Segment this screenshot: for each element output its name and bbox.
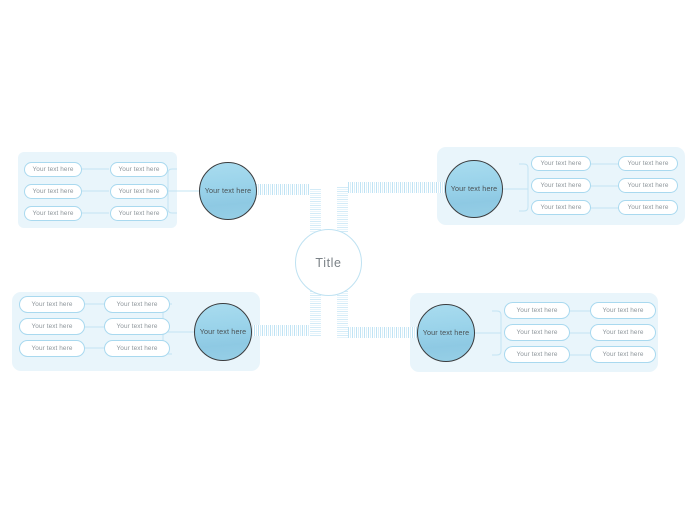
leaf-node[interactable]: Your text here xyxy=(504,346,570,363)
leaf-node[interactable]: Your text here xyxy=(19,318,85,335)
leaf-node[interactable]: Your text here xyxy=(24,184,82,199)
connector-band-vertical-lower-left xyxy=(310,291,321,336)
leaf-node[interactable]: Your text here xyxy=(531,200,591,215)
leaf-node[interactable]: Your text here xyxy=(24,162,82,177)
connector-band-center-to-top-left xyxy=(256,184,310,195)
leaf-label: Your text here xyxy=(602,329,644,336)
connector-band-center-to-bottom-right xyxy=(348,327,419,338)
leaf-node[interactable]: Your text here xyxy=(504,302,570,319)
leaf-node[interactable]: Your text here xyxy=(104,296,170,313)
connector-band-vertical-upper-right xyxy=(337,187,348,233)
leaf-label: Your text here xyxy=(540,182,582,189)
leaf-node[interactable]: Your text here xyxy=(531,156,591,171)
branch-label-top-right: Your text here xyxy=(450,184,498,194)
leaf-label: Your text here xyxy=(627,182,669,189)
leaf-node[interactable]: Your text here xyxy=(590,302,656,319)
leaf-node[interactable]: Your text here xyxy=(24,206,82,221)
leaf-node[interactable]: Your text here xyxy=(618,178,678,193)
leaf-label: Your text here xyxy=(31,323,73,330)
leaf-node[interactable]: Your text here xyxy=(19,296,85,313)
leaf-node[interactable]: Your text here xyxy=(590,346,656,363)
leaf-node[interactable]: Your text here xyxy=(618,156,678,171)
leaf-node[interactable]: Your text here xyxy=(531,178,591,193)
center-title-label: Title xyxy=(315,255,342,270)
connector-band-vertical-lower-right xyxy=(337,291,348,338)
branch-label-bottom-right: Your text here xyxy=(422,328,470,338)
leaf-node[interactable]: Your text here xyxy=(104,340,170,357)
leaf-label: Your text here xyxy=(602,351,644,358)
leaf-node[interactable]: Your text here xyxy=(618,200,678,215)
leaf-label: Your text here xyxy=(116,301,158,308)
leaf-label: Your text here xyxy=(516,307,558,314)
branch-node-bottom-right[interactable]: Your text here xyxy=(417,304,475,362)
leaf-node[interactable]: Your text here xyxy=(110,206,168,221)
branch-node-bottom-left[interactable]: Your text here xyxy=(194,303,252,361)
leaf-label: Your text here xyxy=(516,329,558,336)
leaf-label: Your text here xyxy=(31,301,73,308)
leaf-label: Your text here xyxy=(118,188,160,195)
leaf-label: Your text here xyxy=(31,345,73,352)
leaf-node[interactable]: Your text here xyxy=(110,162,168,177)
branch-label-top-left: Your text here xyxy=(204,186,252,196)
connector-band-center-to-bottom-left xyxy=(250,325,310,336)
leaf-node[interactable]: Your text here xyxy=(504,324,570,341)
leaf-label: Your text here xyxy=(602,307,644,314)
leaf-label: Your text here xyxy=(118,166,160,173)
connector-band-center-to-top-right xyxy=(348,182,447,193)
leaf-label: Your text here xyxy=(32,210,74,217)
leaf-label: Your text here xyxy=(32,188,74,195)
leaf-label: Your text here xyxy=(540,204,582,211)
connector-band-vertical-upper-left xyxy=(310,189,321,233)
leaf-label: Your text here xyxy=(116,323,158,330)
branch-node-top-right[interactable]: Your text here xyxy=(445,160,503,218)
leaf-label: Your text here xyxy=(627,204,669,211)
leaf-node[interactable]: Your text here xyxy=(104,318,170,335)
branch-node-top-left[interactable]: Your text here xyxy=(199,162,257,220)
leaf-label: Your text here xyxy=(116,345,158,352)
leaf-label: Your text here xyxy=(32,166,74,173)
leaf-node[interactable]: Your text here xyxy=(110,184,168,199)
leaf-label: Your text here xyxy=(540,160,582,167)
branch-label-bottom-left: Your text here xyxy=(199,327,247,337)
leaf-node[interactable]: Your text here xyxy=(19,340,85,357)
leaf-label: Your text here xyxy=(118,210,160,217)
leaf-node[interactable]: Your text here xyxy=(590,324,656,341)
leaf-label: Your text here xyxy=(516,351,558,358)
center-title-node[interactable]: Title xyxy=(295,229,362,296)
leaf-label: Your text here xyxy=(627,160,669,167)
